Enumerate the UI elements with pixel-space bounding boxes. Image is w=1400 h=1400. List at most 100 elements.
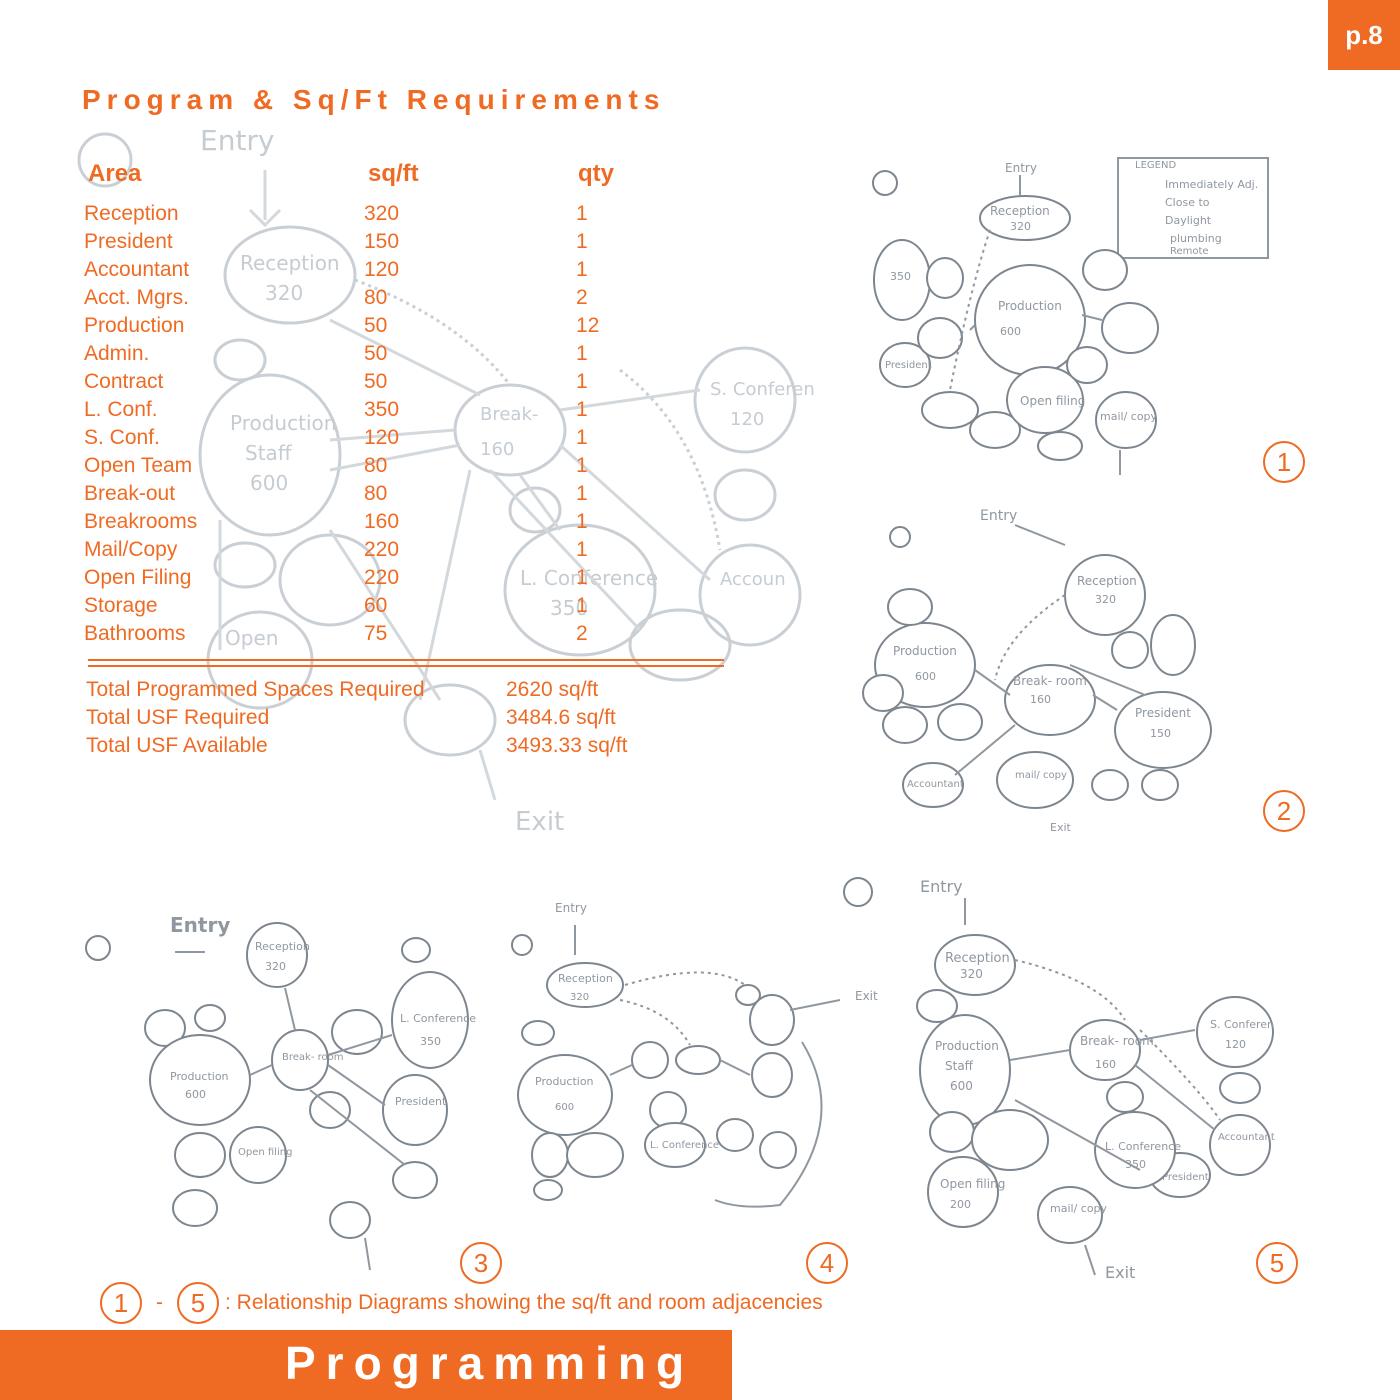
svg-text:Entry: Entry xyxy=(555,901,587,915)
diagram-number-5: 5 xyxy=(1256,1242,1298,1284)
svg-text:350: 350 xyxy=(1125,1158,1146,1171)
cell-area: L. Conf. xyxy=(84,398,158,421)
diagram-number-1: 1 xyxy=(1263,441,1305,483)
relationship-diagram-3: Entry Reception 320 Production 600 Break… xyxy=(85,913,476,1271)
svg-text:Accountant: Accountant xyxy=(907,779,964,790)
divider-line xyxy=(88,659,724,661)
svg-text:Exit: Exit xyxy=(855,989,878,1003)
svg-text:Remote: Remote xyxy=(1170,246,1209,257)
svg-text:President: President xyxy=(885,360,932,371)
diagram-number-2: 2 xyxy=(1263,790,1305,832)
svg-text:President: President xyxy=(1135,706,1191,720)
svg-text:150: 150 xyxy=(1150,727,1171,740)
svg-text:Accoun: Accoun xyxy=(720,569,786,590)
svg-text:Break- room: Break- room xyxy=(1013,674,1087,688)
diagram-number-4: 4 xyxy=(806,1242,848,1284)
svg-text:320: 320 xyxy=(570,992,589,1003)
table-row: Mail/Copy 220 1 xyxy=(84,538,724,566)
cell-area: Open Team xyxy=(84,454,193,477)
cell-sqft: 80 xyxy=(364,286,388,309)
cell-qty: 2 xyxy=(576,286,588,309)
cell-qty: 1 xyxy=(576,398,588,421)
cell-sqft: 60 xyxy=(364,594,388,617)
svg-text:Entry: Entry xyxy=(1005,161,1037,175)
svg-text:L. Conference: L. Conference xyxy=(400,1012,476,1025)
svg-text:President: President xyxy=(395,1095,447,1108)
caption-text: : Relationship Diagrams showing the sq/f… xyxy=(225,1291,823,1314)
svg-text:Reception: Reception xyxy=(1077,574,1137,588)
cell-qty: 1 xyxy=(576,538,588,561)
total-value: 3484.6 sq/ft xyxy=(506,706,616,729)
svg-text:mail/ copy: mail/ copy xyxy=(1015,770,1067,781)
cell-sqft: 220 xyxy=(364,538,400,561)
cell-area: Storage xyxy=(84,594,158,617)
total-label: Total Programmed Spaces Required xyxy=(86,678,425,701)
total-row: Total Programmed Spaces Required 2620 sq/… xyxy=(86,678,706,706)
cell-area: Mail/Copy xyxy=(84,538,178,561)
svg-text:120: 120 xyxy=(730,409,764,430)
cell-sqft: 50 xyxy=(364,370,388,393)
svg-text:Production: Production xyxy=(893,644,957,658)
svg-text:Daylight: Daylight xyxy=(1165,214,1212,227)
svg-text:Reception: Reception xyxy=(558,972,613,985)
cell-sqft: 150 xyxy=(364,230,400,253)
cell-area: Production xyxy=(84,314,185,337)
cell-qty: 1 xyxy=(576,342,588,365)
svg-text:Production: Production xyxy=(230,411,336,435)
svg-text:Entry: Entry xyxy=(980,508,1017,524)
relationship-diagram-1: LEGEND Immediately Adj. Close to Dayligh… xyxy=(872,157,1269,475)
cell-sqft: 220 xyxy=(364,566,400,589)
svg-text:320: 320 xyxy=(265,281,303,305)
svg-text:mail/ copy: mail/ copy xyxy=(1050,1202,1108,1215)
cell-qty: 1 xyxy=(576,594,588,617)
svg-text:President: President xyxy=(1162,1172,1209,1183)
svg-text:200: 200 xyxy=(950,1198,971,1211)
section-title: Programming xyxy=(285,1337,695,1389)
total-value: 2620 sq/ft xyxy=(506,678,599,701)
total-label: Total USF Required xyxy=(86,706,270,729)
totals-section: Total Programmed Spaces Required 2620 sq/… xyxy=(86,678,706,762)
cell-area: Bathrooms xyxy=(84,622,186,645)
svg-text:Break- room: Break- room xyxy=(282,1052,343,1063)
cell-sqft: 160 xyxy=(364,510,400,533)
header-qty: qty xyxy=(578,160,614,187)
svg-text:320: 320 xyxy=(265,960,286,973)
svg-text:160: 160 xyxy=(1030,693,1051,706)
svg-text:600: 600 xyxy=(185,1088,206,1101)
cell-area: Break-out xyxy=(84,482,176,505)
svg-text:Production: Production xyxy=(935,1039,999,1053)
caption-number-start: 1 xyxy=(100,1282,142,1324)
svg-text:Close to: Close to xyxy=(1165,196,1210,209)
cell-area: S. Conf. xyxy=(84,426,160,449)
svg-text:Open: Open xyxy=(225,626,278,650)
svg-text:Break-: Break- xyxy=(480,404,538,425)
svg-text:Reception: Reception xyxy=(945,951,1010,966)
total-value: 3493.33 sq/ft xyxy=(506,734,628,757)
cell-qty: 1 xyxy=(576,454,588,477)
cell-sqft: 320 xyxy=(364,202,400,225)
cell-sqft: 75 xyxy=(364,622,388,645)
cell-qty: 1 xyxy=(576,258,588,281)
diagram-number-3: 3 xyxy=(460,1242,502,1284)
svg-text:600: 600 xyxy=(915,670,936,683)
svg-text:160: 160 xyxy=(1095,1058,1116,1071)
cell-qty: 1 xyxy=(576,202,588,225)
cell-sqft: 120 xyxy=(364,426,400,449)
caption-dash: - xyxy=(156,1291,163,1314)
cell-area: Breakrooms xyxy=(84,510,198,533)
svg-text:Production: Production xyxy=(170,1070,229,1083)
background-relationship-sketch: Entry Reception 320 Production Staff 600… xyxy=(77,124,815,837)
divider-line xyxy=(88,665,724,667)
cell-area: Accountant xyxy=(84,258,190,281)
total-row: Total USF Required 3484.6 sq/ft xyxy=(86,706,706,734)
cell-sqft: 80 xyxy=(364,482,388,505)
svg-text:S. Conferen: S. Conferen xyxy=(710,379,815,400)
svg-text:Reception: Reception xyxy=(240,251,340,275)
cell-sqft: 120 xyxy=(364,258,400,281)
svg-text:350: 350 xyxy=(420,1035,441,1048)
